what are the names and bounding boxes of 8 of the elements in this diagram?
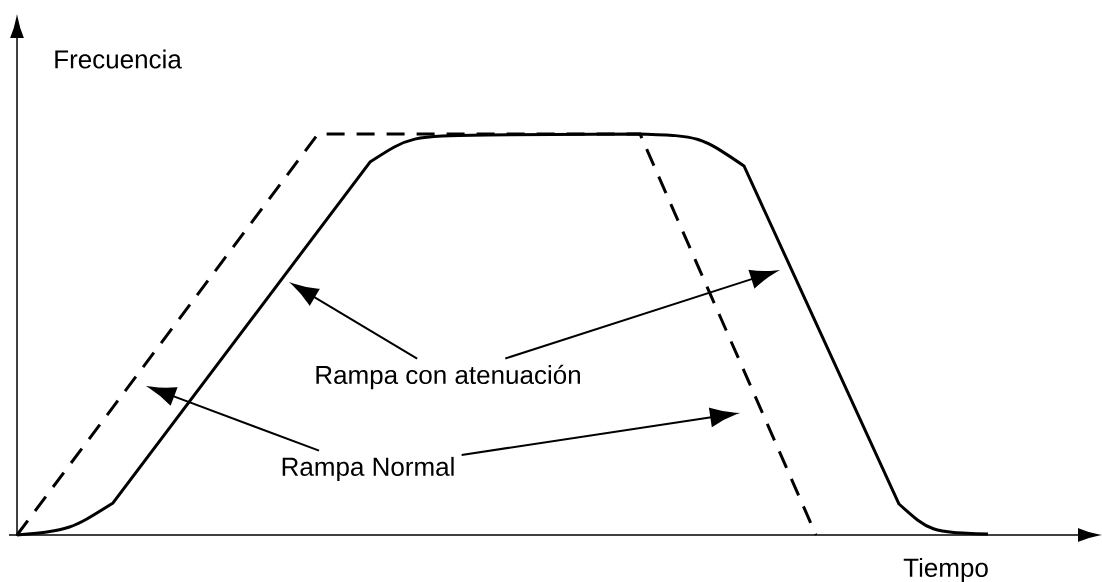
leader-arrow: [460, 408, 737, 456]
leader-arrow: [504, 269, 777, 360]
callout-label: Rampa Normal: [282, 456, 454, 482]
axis-label: Tiempo: [903, 557, 988, 582]
callout-label: Rampa con atenuación: [316, 364, 580, 390]
leader-arrow: [149, 386, 321, 452]
leader-arrow: [291, 283, 419, 360]
axis-label: Frecuencia: [55, 49, 182, 69]
